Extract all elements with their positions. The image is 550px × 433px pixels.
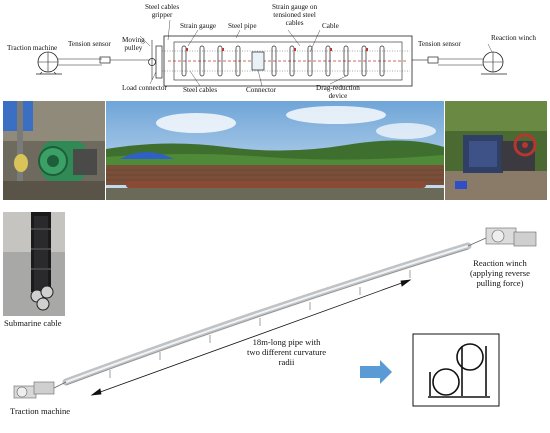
label-submarine-cable: Submarine cable [4, 318, 62, 328]
label-steel-cables-gripper: Steel cables gripper [145, 3, 180, 19]
photo-traction-machine [3, 101, 105, 200]
label-strain-gauge-tensioned: Strain gauge on tensioned steel cables [272, 3, 318, 27]
tension-sensor-left-icon [99, 56, 111, 64]
reaction-winch-model [467, 227, 537, 247]
label-connector: Connector [246, 86, 276, 94]
connector-block [251, 51, 265, 71]
label-traction-machine: Traction machine [7, 44, 58, 52]
label-reaction-winch: Reaction winch [491, 34, 536, 42]
right-arrow-icon [360, 360, 392, 384]
schematic-diagram [36, 19, 507, 87]
label-tension-sensor-left: Tension sensor [68, 40, 111, 48]
label-reaction-winch-model: Reaction winch (applying reverse pulling… [470, 258, 530, 288]
label-steel-cables: Steel cables [183, 86, 218, 94]
photo-submarine-cable [3, 212, 65, 316]
label-tension-sensor-right: Tension sensor [418, 40, 461, 48]
label-steel-pipe: Steel pipe [228, 22, 257, 30]
label-pipe-description: 18m-long pipe with two different curvatu… [247, 337, 327, 367]
label-strain-gauge: Strain gauge [180, 22, 217, 30]
traction-machine-model [13, 381, 67, 399]
tension-sensor-right-icon [427, 56, 439, 64]
cross-section-box [412, 333, 500, 407]
label-moving-pulley: Moving pulley [122, 36, 145, 52]
label-drag-reduction: Drag-reduction device [316, 84, 360, 100]
cross-section-pipes [428, 343, 490, 398]
label-load-connector: Load connector [122, 84, 167, 92]
label-traction-machine-model: Traction machine [10, 406, 71, 416]
photo-reaction-winch [445, 101, 547, 200]
photo-test-site [106, 101, 444, 200]
strain-gauge-rings [181, 45, 385, 77]
steel-pipe-outline [163, 35, 413, 87]
label-cable: Cable [322, 22, 339, 30]
